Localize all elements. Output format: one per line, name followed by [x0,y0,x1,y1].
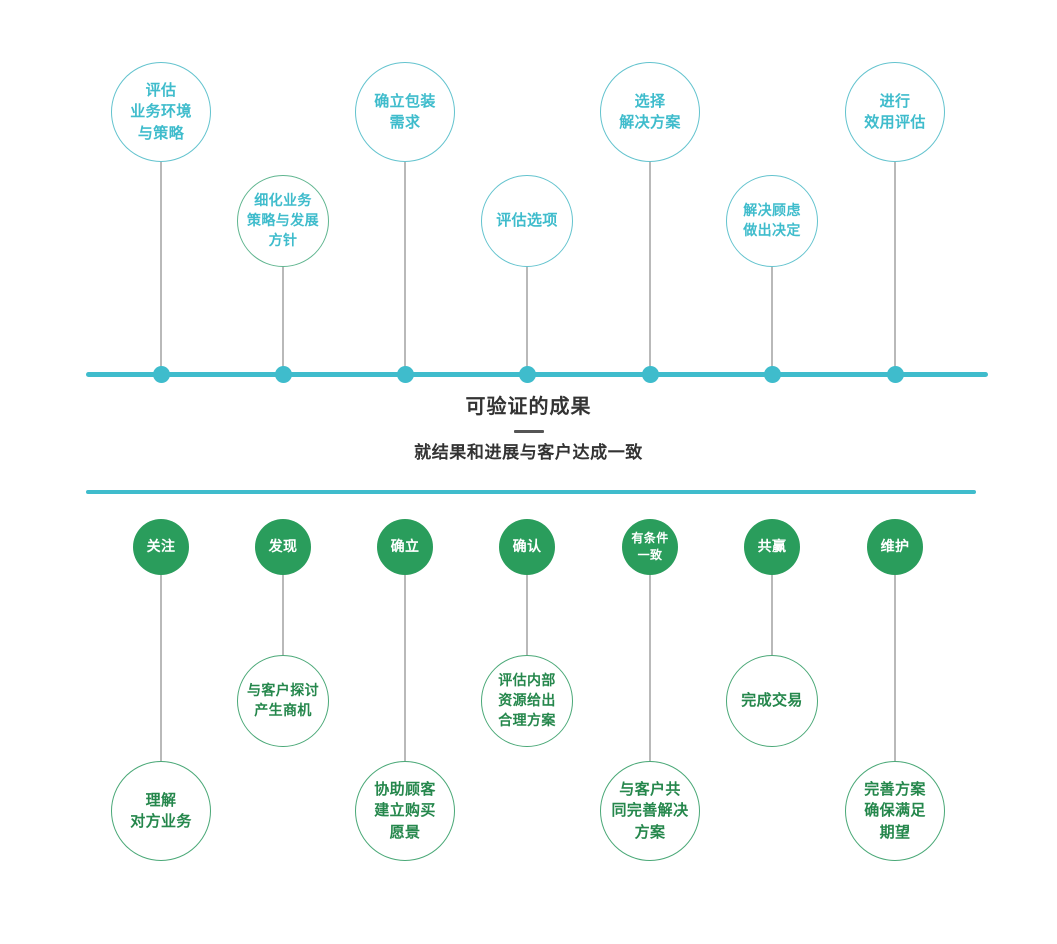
stage-marker-4[interactable]: 确认 [499,519,555,575]
stage-marker-label: 共赢 [757,538,787,555]
bottom-stem-4 [526,575,528,655]
bottom-node-1[interactable]: 理解 对方业务 [111,761,211,861]
stage-marker-label: 关注 [146,538,176,555]
timeline-axis-dot-5[interactable] [641,365,659,383]
bottom-stem-6 [771,575,773,655]
center-divider-dash [513,430,544,433]
top-node-label: 选择 解决方案 [619,92,681,131]
bottom-node-label: 评估内部 资源给出 合理方案 [498,672,556,728]
timeline-axis-dot-1[interactable] [152,365,170,383]
stage-marker-label: 维护 [880,538,910,555]
stage-marker-label: 有条件 一致 [631,530,669,562]
bottom-node-3[interactable]: 协助顾客 建立购买 愿景 [355,761,455,861]
stage-marker-label: 发现 [268,538,298,555]
top-node-label: 评估选项 [496,212,558,230]
top-node-4[interactable]: 评估选项 [481,175,573,267]
bottom-stem-2 [282,575,284,655]
bottom-node-label: 完善方案 确保满足 期望 [864,781,926,841]
bottom-node-label: 协助顾客 建立购买 愿景 [374,781,436,841]
top-node-label: 确立包装 需求 [374,92,436,131]
center-subtitle: 就结果和进展与客户达成一致 [414,443,643,462]
top-stem-5 [649,162,651,374]
lower-divider-line [86,490,976,494]
top-stem-1 [160,162,162,374]
bottom-stem-7 [894,575,896,761]
top-stem-2 [282,267,284,374]
bottom-node-label: 与客户共 同完善解决 方案 [611,781,689,841]
timeline-axis-dot-7[interactable] [886,365,904,383]
top-node-3[interactable]: 确立包装 需求 [355,62,455,162]
center-title: 可验证的成果 [465,396,592,418]
stage-marker-label: 确认 [512,538,542,555]
bottom-node-6[interactable]: 完成交易 [726,655,818,747]
stage-marker-7[interactable]: 维护 [867,519,923,575]
top-stem-6 [771,267,773,374]
stage-marker-2[interactable]: 发现 [255,519,311,575]
timeline-axis-dot-4[interactable] [518,365,536,383]
top-node-label: 评估 业务环境 与策略 [130,82,192,142]
stage-marker-6[interactable]: 共赢 [744,519,800,575]
bottom-node-label: 完成交易 [741,692,803,710]
top-node-label: 细化业务 策略与发展 方针 [247,192,319,248]
bottom-node-5[interactable]: 与客户共 同完善解决 方案 [600,761,700,861]
stage-marker-label: 确立 [390,538,420,555]
top-node-5[interactable]: 选择 解决方案 [600,62,700,162]
top-node-6[interactable]: 解决顾虑 做出决定 [726,175,818,267]
top-node-2[interactable]: 细化业务 策略与发展 方针 [237,175,329,267]
stage-marker-3[interactable]: 确立 [377,519,433,575]
bottom-node-7[interactable]: 完善方案 确保满足 期望 [845,761,945,861]
top-node-label: 解决顾虑 做出决定 [743,202,801,238]
timeline-axis-dot-2[interactable] [274,365,292,383]
top-node-label: 进行 效用评估 [864,92,926,131]
top-node-7[interactable]: 进行 效用评估 [845,62,945,162]
timeline-axis-dot-3[interactable] [396,365,414,383]
center-caption: 可验证的成果 就结果和进展与客户达成一致 [0,395,1057,463]
top-stem-3 [404,162,406,374]
timeline-axis-dot-6[interactable] [763,365,781,383]
bottom-stem-3 [404,575,406,761]
top-stem-7 [894,162,896,374]
top-node-1[interactable]: 评估 业务环境 与策略 [111,62,211,162]
timeline-axis-line [86,372,988,377]
bottom-node-label: 理解 对方业务 [130,791,192,830]
stage-marker-5[interactable]: 有条件 一致 [622,519,678,575]
top-stem-4 [526,267,528,374]
stage-marker-1[interactable]: 关注 [133,519,189,575]
bottom-stem-5 [649,575,651,761]
bottom-node-2[interactable]: 与客户探讨 产生商机 [237,655,329,747]
bottom-node-4[interactable]: 评估内部 资源给出 合理方案 [481,655,573,747]
bottom-stem-1 [160,575,162,761]
bottom-node-label: 与客户探讨 产生商机 [247,682,319,718]
